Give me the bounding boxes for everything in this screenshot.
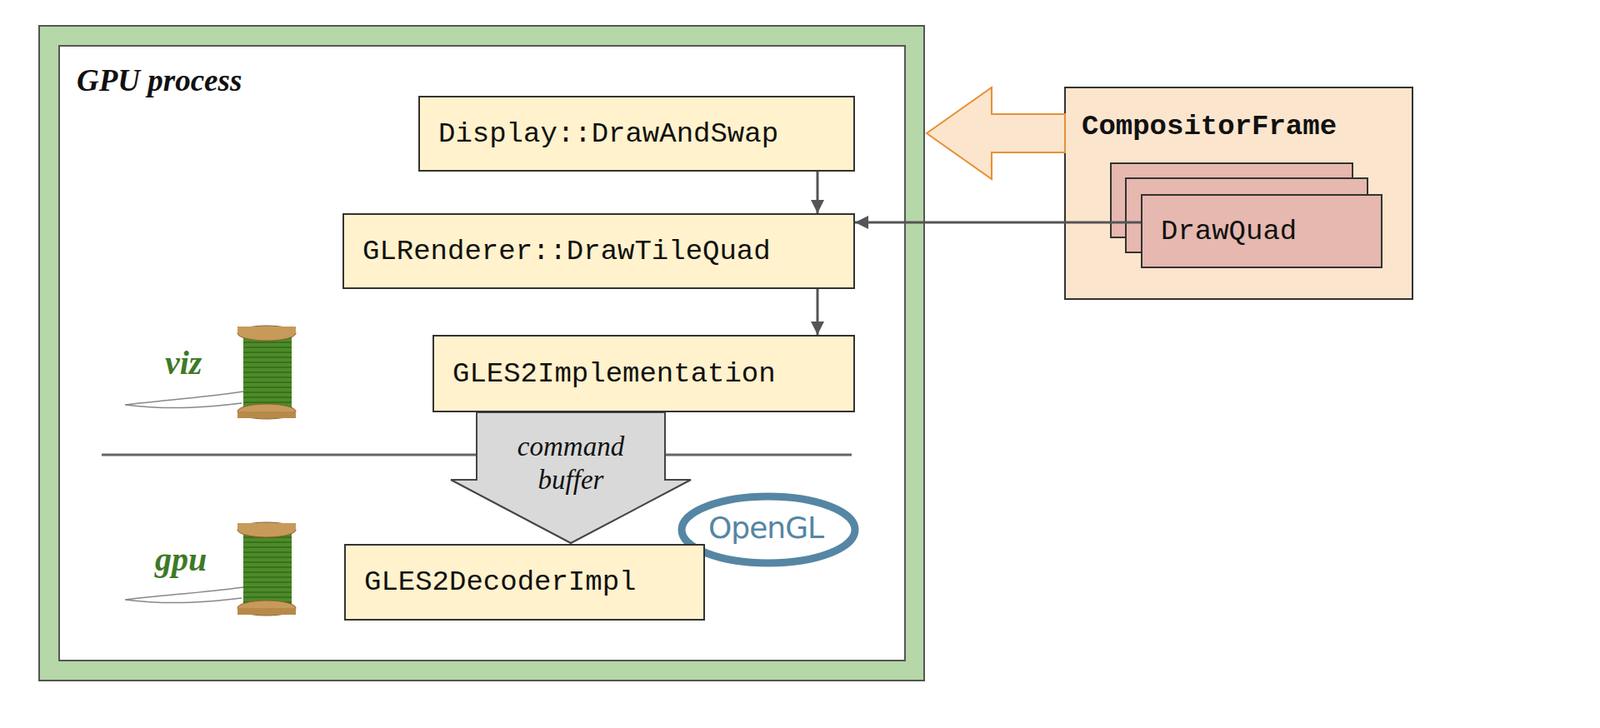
frame-box [1065,87,1413,300]
process-box: GLRenderer::DrawTileQuad [342,213,855,290]
box-label: DrawQuad [1160,215,1297,248]
box-label: Display::DrawAndSwap [438,118,779,150]
spool-icon [125,522,296,616]
process-box: GLES2Implementation [432,335,855,413]
thread-name: viz [165,343,202,383]
process-box: Display::DrawAndSwap [418,95,855,172]
edge-label: command buffer [487,430,655,497]
spool-icon [125,325,296,420]
process-box: GLES2DecoderImpl [344,544,705,621]
logo-swoosh [681,496,855,564]
thread-name: gpu [155,540,207,580]
box-title: CompositorFrame [1081,110,1337,143]
logo-text: OpenGL [708,510,824,545]
process-frame [39,25,925,681]
process-box: DrawQuad [1140,194,1383,269]
connector-arrow [810,289,825,335]
connector-arrow [855,215,1141,230]
box-title: GPU process [76,62,242,99]
message-box: CompositorFrameDrawQuad [1065,87,1413,300]
process-inner [59,45,905,661]
box-label: GLRenderer::DrawTileQuad [362,235,771,268]
connector-arrow [450,412,691,544]
box-label: GLES2Implementation [452,358,776,390]
connector-arrow [926,87,1065,180]
box-label: GLES2DecoderImpl [364,566,636,599]
connector-arrow [810,171,825,214]
